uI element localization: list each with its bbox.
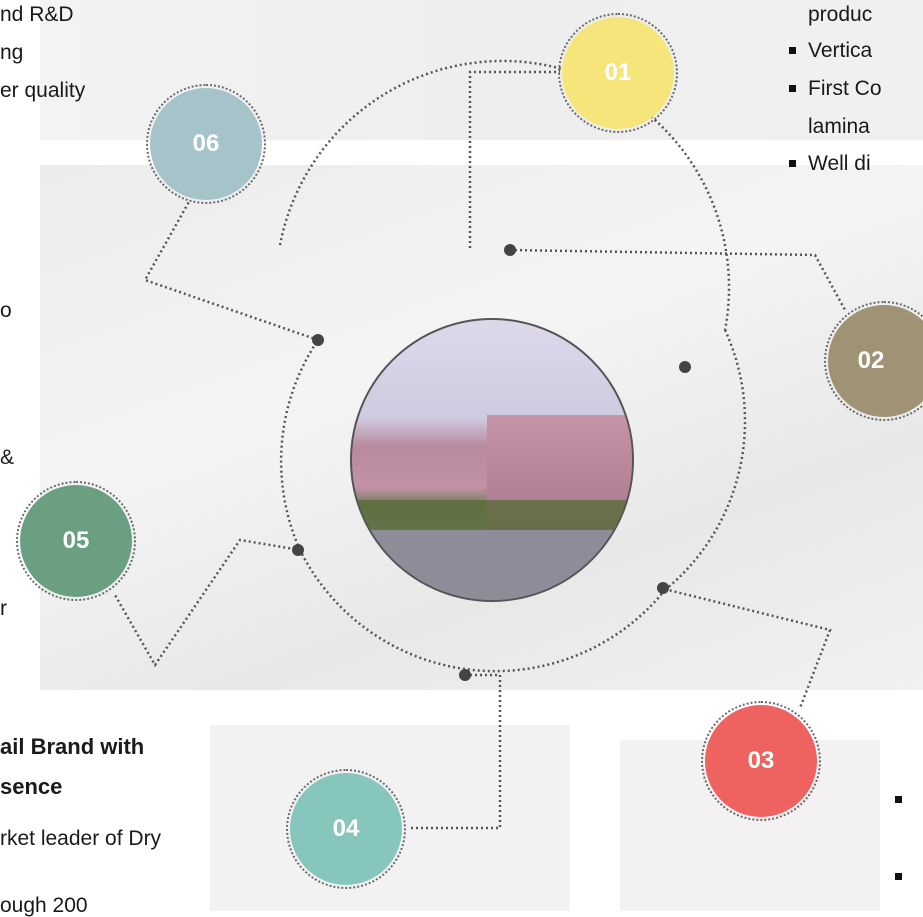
bullet-2 (789, 85, 796, 92)
bullet-5 (895, 873, 902, 880)
building-photo (350, 318, 634, 602)
building-photo-lawn (352, 500, 632, 530)
top-right-line-4: lamina (808, 115, 870, 138)
bullet-3 (789, 160, 796, 167)
left-fragment-3: r (0, 597, 7, 620)
bullet-1 (789, 47, 796, 54)
node-05: 05 (16, 481, 136, 601)
bottom-body-line-1: rket leader of Dry (0, 827, 162, 850)
bottom-heading-line-2: sence (0, 774, 63, 799)
top-left-line-1: nd R&D (0, 3, 74, 26)
top-right-line-1: produc (808, 3, 873, 26)
node-02: 02 (824, 301, 923, 421)
node-06-label: 06 (192, 130, 220, 157)
node-02-label: 02 (857, 347, 885, 374)
top-right-line-5: Well di (808, 152, 871, 175)
node-03: 03 (701, 701, 821, 821)
bottom-heading-line-1: ail Brand with (0, 734, 145, 759)
node-05-label: 05 (62, 527, 90, 554)
node-03-label: 03 (747, 747, 775, 774)
node-01-label: 01 (604, 59, 632, 86)
left-fragment-2: & (0, 446, 15, 469)
node-04-label: 04 (332, 815, 360, 842)
top-right-line-2: Vertica (808, 39, 873, 62)
bullet-4 (895, 796, 902, 803)
building-photo-road (352, 530, 632, 600)
top-left-line-3: er quality (0, 79, 86, 102)
top-right-line-3: First Co (808, 77, 882, 100)
node-06: 06 (146, 84, 266, 204)
bottom-body-line-2: ough 200 (0, 894, 88, 917)
node-01: 01 (558, 13, 678, 133)
node-04: 04 (286, 769, 406, 889)
left-fragment-1: o (0, 299, 12, 322)
top-left-line-2: ng (0, 41, 24, 64)
